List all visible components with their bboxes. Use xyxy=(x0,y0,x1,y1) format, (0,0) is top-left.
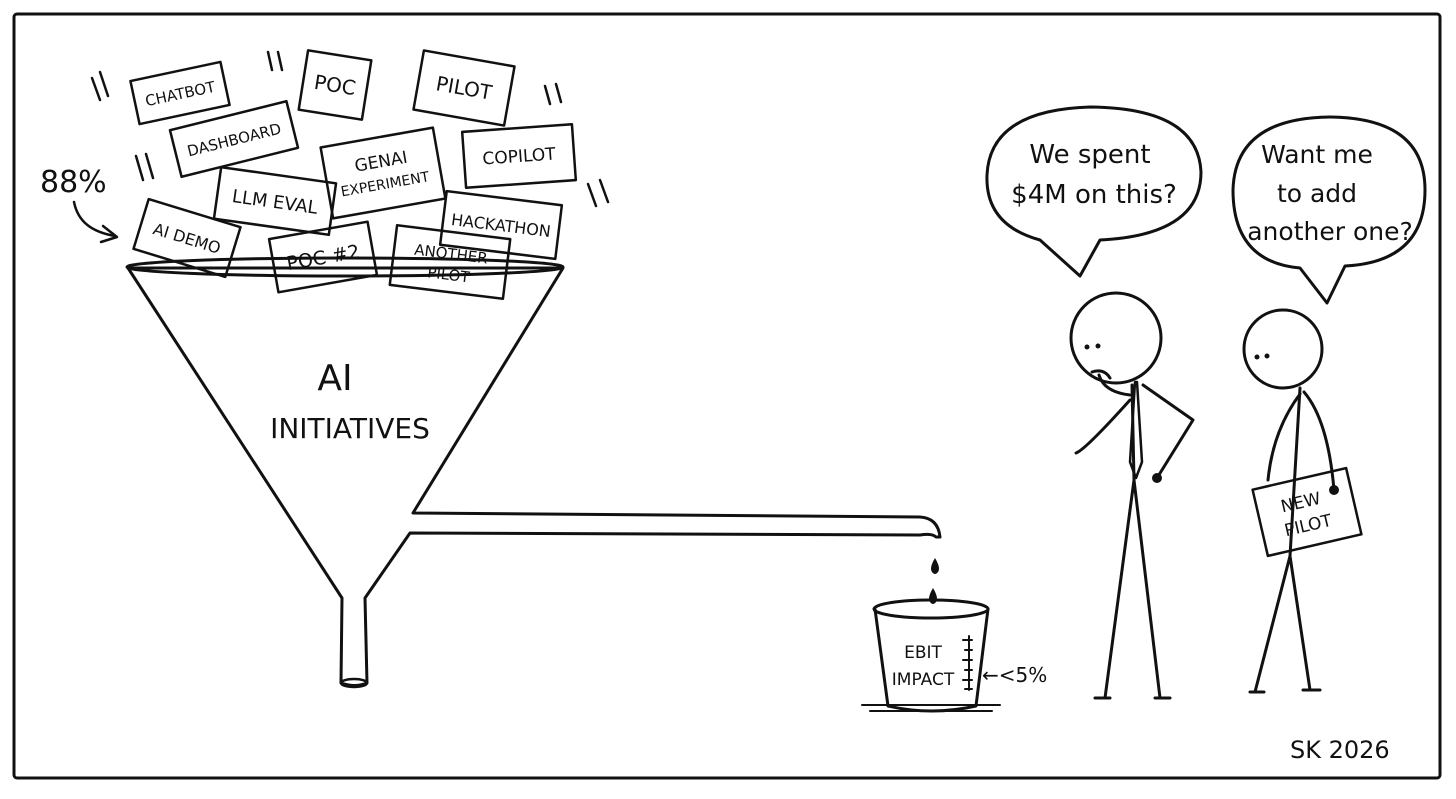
arm-right-front xyxy=(1302,390,1336,492)
card-genai-line2: EXPERIMENT xyxy=(340,169,431,200)
bucket-label-line2: IMPACT xyxy=(892,670,955,690)
panel-border xyxy=(12,12,1442,780)
percent-label: 88% xyxy=(40,165,107,200)
bucket-ground xyxy=(861,704,1001,712)
eye-left-2 xyxy=(1095,343,1101,349)
funnel: AI INITIATIVES xyxy=(125,256,942,689)
tie xyxy=(1128,380,1144,480)
card-copilot-label: COPILOT xyxy=(482,144,557,169)
card-another-line1: ANOTHER xyxy=(413,241,488,268)
card-poc-label: POC xyxy=(312,70,357,100)
speech-right-line2: to add xyxy=(1277,179,1357,208)
body-left xyxy=(1103,383,1162,700)
card-copilot: COPILOT xyxy=(460,122,578,190)
new-pilot-sign: NEW PILOT xyxy=(1251,466,1363,558)
speech-left-line2: $4M on this? xyxy=(1011,180,1177,210)
card-poc2-label: POC #2 xyxy=(285,241,361,275)
funnel-title-line1: AI xyxy=(317,358,352,399)
stick-figure-left xyxy=(1069,291,1195,700)
card-another-line2: PILOT xyxy=(426,263,471,286)
bucket-scale xyxy=(962,635,973,691)
head-right xyxy=(1242,308,1324,390)
stick-figure-right: NEW PILOT xyxy=(1242,308,1363,694)
speech-right-line3: another one? xyxy=(1247,217,1413,246)
bucket-rim xyxy=(872,598,990,620)
card-chatbot-label: CHATBOT xyxy=(144,78,218,111)
card-ai-demo-label: AI DEMO xyxy=(151,219,223,258)
arm-right-back xyxy=(1266,392,1302,482)
card-poc: POC xyxy=(297,49,373,121)
card-ai-demo: AI DEMO xyxy=(132,197,242,279)
funnel-rim xyxy=(125,256,565,278)
feet-right xyxy=(1248,688,1322,694)
eye-left-1 xyxy=(1084,344,1090,350)
percent-arrow xyxy=(72,200,117,238)
arm-hip xyxy=(1141,383,1195,480)
card-another-pilot: ANOTHER PILOT xyxy=(388,224,512,300)
percent-arrow-head xyxy=(99,224,119,244)
speech-bubble-right: Want me to add another one? xyxy=(1231,115,1427,305)
body-right xyxy=(1253,386,1312,694)
card-llm-eval-label: LLM EVAL xyxy=(231,186,319,219)
water-drop-lower xyxy=(929,588,937,604)
hand-sign xyxy=(1329,485,1339,495)
speech-bubble-left: We spent $4M on this? xyxy=(985,105,1203,278)
hand-hip xyxy=(1152,473,1162,483)
signature: SK 2026 xyxy=(1290,736,1390,764)
funnel-spout-mouth xyxy=(339,677,369,689)
card-pilot: PILOT xyxy=(412,49,516,127)
water-drop-upper xyxy=(931,558,939,574)
arm-chin xyxy=(1074,373,1132,455)
funnel-body xyxy=(126,266,942,687)
speech-left-line1: We spent xyxy=(1029,140,1150,170)
card-chatbot: CHATBOT xyxy=(129,60,231,126)
speech-right-line1: Want me xyxy=(1261,140,1373,169)
card-hackathon-label: HACKATHON xyxy=(450,210,552,241)
funnel-title-line2: INITIATIVES xyxy=(270,412,430,445)
card-pilot-label: PILOT xyxy=(434,71,494,105)
head-left xyxy=(1069,291,1163,385)
bucket-level-label: ←<5% xyxy=(982,663,1047,687)
hand-chin xyxy=(1090,369,1112,380)
motion-marks xyxy=(90,50,610,208)
bucket: EBIT IMPACT ←<5% xyxy=(861,598,1047,713)
card-genai-line1: GENAI xyxy=(353,148,409,177)
card-genai-experiment: GENAI EXPERIMENT xyxy=(319,126,447,220)
bucket-label-line1: EBIT xyxy=(904,643,942,663)
eye-right-2 xyxy=(1264,353,1270,359)
eye-right-1 xyxy=(1254,354,1260,360)
